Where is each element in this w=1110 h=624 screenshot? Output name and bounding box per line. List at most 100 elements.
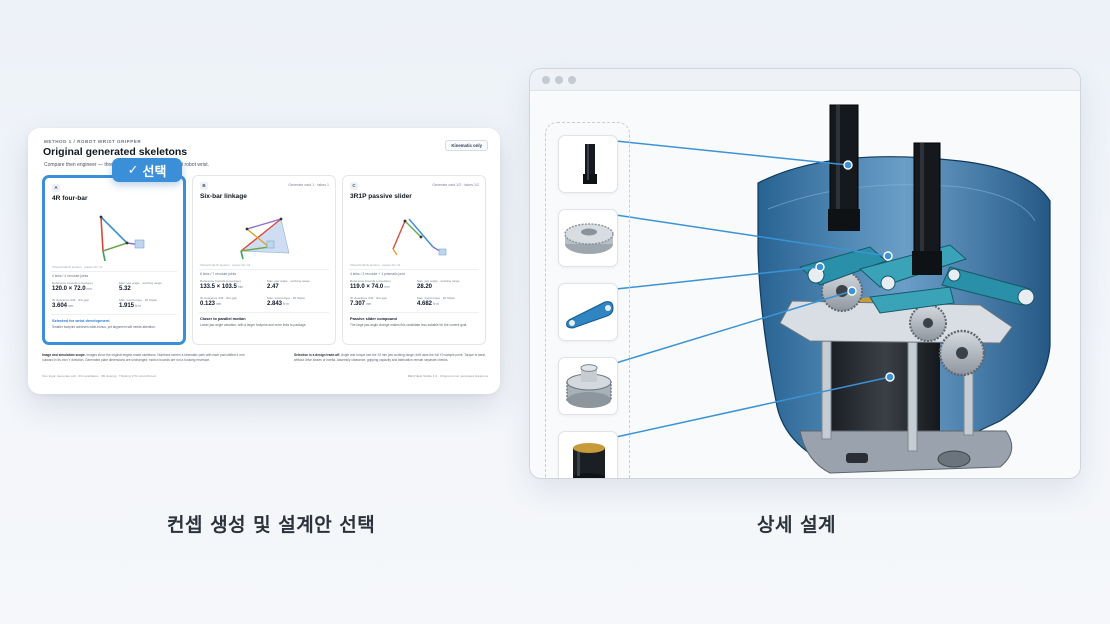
tall-housing-bracket-part-icon (583, 144, 597, 184)
stat-label: Reference bounds (envelope) (52, 281, 93, 285)
window-dot-icon[interactable] (555, 76, 563, 84)
stat-unit: mm (216, 302, 222, 306)
stat-label: Max. jaw angle · working range (267, 279, 310, 283)
stat-label: Max. load torque · 20 N/jaw (119, 298, 157, 302)
stat-label: Reference bounds (envelope) (350, 279, 391, 283)
stat-value: 28.20 (417, 284, 460, 290)
tradeoff-note-title: Selection is a design trade-off. (294, 353, 341, 357)
candidate-letter: B (200, 182, 208, 190)
window-dot-icon[interactable] (568, 76, 576, 84)
stat-jaw-angle: Max. jaw angle · working range 5.32 (119, 281, 162, 292)
subtitle-text: Compare then engineer — three (44, 162, 116, 168)
stat-number: 2.843 (267, 301, 283, 307)
scope-note: Image and simulation scope. Images show … (42, 353, 254, 362)
candidate-title: 3R1P passive slider (350, 193, 412, 200)
tradeoff-note: Selection is a design trade-off. Angle a… (294, 353, 490, 362)
candidate-card-b[interactable]: B Generate card 1 · takes 1 Six-bar link… (192, 175, 336, 345)
diagram-caption: Virtual Fold-IK tension · preset 10 / 11 (350, 263, 401, 267)
stat-label: ID clearance drift · link gap (52, 298, 89, 302)
selected-badge-label: 선택 (142, 164, 167, 180)
tradeoff-note-text: Angle and torque use the 20 mm jaw worki… (294, 353, 486, 362)
stat-value: 2.47 (267, 284, 310, 290)
scope-note-title: Image and simulation scope. (42, 353, 86, 357)
stat-value: 7.307mm (350, 301, 387, 307)
stat-value: 2.843N·m (267, 301, 305, 307)
motor-cylinder-part-icon (573, 443, 605, 478)
callout-dots (815, 160, 895, 382)
stat-number: 7.307 (350, 301, 366, 307)
stat-number: 4.682 (417, 301, 433, 307)
callout-leaders (615, 140, 891, 438)
link-summary: 4 links / 4 revolute joints (52, 274, 89, 278)
footer-status-left: One input: Generate call · 3/3 candidate… (42, 374, 156, 378)
stat-number: 2.47 (267, 284, 279, 290)
candidate-title: Six-bar linkage (200, 193, 247, 200)
stat-number: 0.123 (200, 301, 216, 307)
gripper-assembly-render (615, 104, 1051, 474)
base-plate (799, 430, 1013, 474)
six-bar-links (240, 217, 290, 260)
stat-value: 5.32 (119, 286, 162, 292)
candidate-meta: Generate card 1 · takes 1 (288, 183, 329, 187)
divider (51, 271, 177, 272)
part-tile-large-gear[interactable] (558, 357, 618, 415)
stat-jaw-angle: Max. jaw angle · working range 28.20 (417, 279, 460, 290)
cad-viewport[interactable] (530, 91, 1080, 478)
link-summary: 6 links / 7 revolute joints (200, 272, 237, 276)
candidate-card-a[interactable]: A 4R four-bar Virtual Fold-IK tension · … (42, 175, 186, 345)
stat-unit: mm (237, 285, 244, 289)
divider (51, 314, 177, 315)
scope-note-text: Images show the original engine-made ske… (42, 353, 245, 362)
stat-number: 1.915 (119, 303, 135, 309)
stat-value: 3.604mm (52, 303, 89, 309)
diagram-caption: Virtual Fold-IK tension · preset 10 / 11 (52, 265, 103, 269)
large-gear-part-icon (566, 364, 612, 408)
link-arm-part-icon (566, 301, 614, 329)
candidate-meta: Generate card 1/2 · takes 1/2 (432, 183, 479, 187)
link-summary: 4 links / 3 revolute + 1 prismatic joint (350, 272, 405, 276)
stat-unit: mm (86, 287, 92, 291)
four-bar-diagram (99, 215, 145, 262)
stat-label: Max. load torque · 20 N/jaw (267, 296, 305, 300)
spur-gear-part-icon (564, 223, 614, 254)
divider (349, 269, 479, 270)
stat-value: 0.123mm (200, 301, 237, 307)
part-tile-motor[interactable] (558, 431, 618, 478)
stat-unit: mm (384, 285, 390, 289)
mode-badge[interactable]: Kinematic only (445, 140, 488, 151)
check-icon: ✓ (127, 162, 139, 178)
stat-label: ID clearance drift · link gap (200, 296, 237, 300)
stat-number: 28.20 (417, 284, 433, 290)
selected-badge[interactable]: ✓ 선택 (112, 158, 182, 182)
stat-number: 119.0 × 74.0 (350, 284, 384, 290)
stat-value: 1.915N·m (119, 303, 157, 309)
candidate-card-c[interactable]: C Generate card 1/2 · takes 1/2 3R1P pas… (342, 175, 486, 345)
candidate-cards: A 4R four-bar Virtual Fold-IK tension · … (42, 175, 486, 345)
window-dot-icon[interactable] (542, 76, 550, 84)
six-bar-diagram (240, 217, 290, 260)
part-tile-spur-gear[interactable] (558, 209, 618, 267)
note-text: The large jaw-angle change makes this ca… (350, 323, 468, 327)
stat-unit: mm (366, 302, 372, 306)
stat-number: 120.0 × 72.0 (52, 286, 86, 292)
footer-status-right: MECHaLE Stable 1.0 · Original unrun gene… (407, 374, 488, 378)
stat-drift: ID clearance drift · link gap 3.604mm (52, 298, 89, 309)
stat-unit: mm (68, 304, 74, 308)
window-titlebar (530, 69, 1080, 91)
candidate-letter: C (350, 182, 358, 190)
stat-torque: Max. load torque · 20 N/jaw 4.682N·m (417, 296, 455, 307)
part-tile-bracket[interactable] (558, 135, 618, 193)
stat-label: ID clearance drift · link gap (350, 296, 387, 300)
gear-train (821, 270, 986, 377)
stat-value: 4.682N·m (417, 301, 455, 307)
subtitle-tail: act robot wrist. (176, 162, 210, 168)
stat-unit: N·m (135, 304, 142, 308)
part-tile-link-arm[interactable] (558, 283, 618, 341)
divider (199, 269, 329, 270)
stat-value: 120.0 × 72.0mm (52, 286, 93, 292)
stat-bounds: Reference bounds (envelope) 133.5 × 103.… (200, 279, 243, 290)
page-subtitle: Compare then engineer — three act robot … (44, 162, 274, 168)
stat-label: Max. jaw angle · working range (119, 281, 162, 285)
stat-value: 119.0 × 74.0mm (350, 284, 391, 290)
stat-number: 5.32 (119, 286, 131, 292)
